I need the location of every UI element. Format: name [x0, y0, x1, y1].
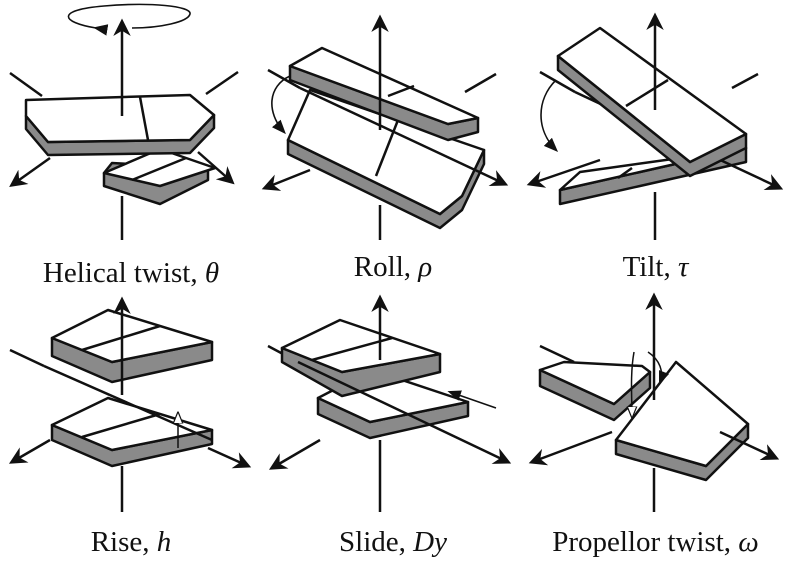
block-division — [138, 96, 150, 141]
block-division — [617, 166, 633, 180]
diagonal-axis-line — [9, 156, 51, 188]
caption-label: Roll — [353, 251, 404, 283]
caption-propellor-twist: Propellor twist, ω — [552, 526, 759, 558]
caption-roll: Roll, ρ — [353, 251, 433, 283]
h-symbol: h — [156, 526, 172, 558]
rho-symbol: ρ — [418, 251, 433, 283]
diagonal-axis-line — [207, 446, 252, 469]
panel-propellor-twist — [528, 292, 780, 512]
panel-rise — [8, 296, 252, 512]
diagonal-axis-line — [731, 72, 759, 90]
omega-symbol: ω — [738, 526, 759, 558]
rotation-arrow — [632, 351, 635, 416]
horizontal-axis-arrow — [719, 430, 780, 461]
horizontal-axis-arrow — [297, 360, 512, 464]
caption-label: Rise — [90, 526, 143, 558]
block-division — [387, 84, 415, 98]
dy-symbol: Dy — [413, 526, 447, 558]
rotation-arrow — [271, 75, 291, 135]
caption-slide: Slide, Dy — [339, 526, 447, 558]
caption-tilt: Tilt, τ — [622, 251, 689, 283]
block-face — [556, 26, 748, 164]
rotation-arrow — [540, 79, 559, 153]
theta-symbol: θ — [204, 257, 220, 289]
panel-tilt — [526, 12, 784, 240]
diagonal-axis-line — [261, 168, 311, 191]
block-division — [131, 156, 187, 182]
caption-label: Helical twist — [42, 257, 191, 289]
caption-rise: Rise, h — [90, 526, 172, 558]
panel-roll — [261, 14, 509, 240]
diagonal-axis-line — [9, 71, 43, 98]
horizontal-axis-arrow — [299, 86, 509, 186]
panel-helical-twist — [9, 3, 239, 240]
caption-label: Tilt — [622, 251, 664, 283]
tau-symbol: τ — [677, 251, 689, 283]
slide-arrow — [447, 390, 497, 409]
block-division — [81, 412, 161, 439]
panel-slide — [267, 294, 512, 512]
caption-helical-twist: Helical twist, θ — [42, 257, 220, 289]
diagonal-axis-line — [464, 72, 497, 94]
rotation-arrow — [67, 3, 191, 36]
diagonal-axis-line — [8, 438, 51, 464]
block-division — [374, 119, 400, 177]
block-face — [24, 93, 216, 144]
caption-label: Propellor twist — [552, 526, 724, 558]
diagonal-axis-line — [526, 158, 601, 188]
block-face — [288, 46, 480, 126]
diagonal-axis-line — [268, 438, 321, 470]
block-division — [311, 336, 393, 362]
block-face — [50, 308, 214, 364]
diagonal-axis-line — [528, 430, 613, 466]
block-face — [538, 360, 652, 406]
block-face — [50, 396, 214, 452]
diagonal-axis-line — [9, 348, 45, 368]
block-face — [614, 360, 750, 468]
diagonal-axis-line — [539, 70, 576, 94]
diagonal-axis-line — [539, 344, 575, 364]
caption-label: Slide — [339, 526, 399, 558]
block-division — [625, 78, 669, 108]
horizontal-axis-line — [43, 364, 213, 442]
rotation-arrow — [647, 351, 670, 385]
diagonal-axis-line — [205, 70, 239, 96]
